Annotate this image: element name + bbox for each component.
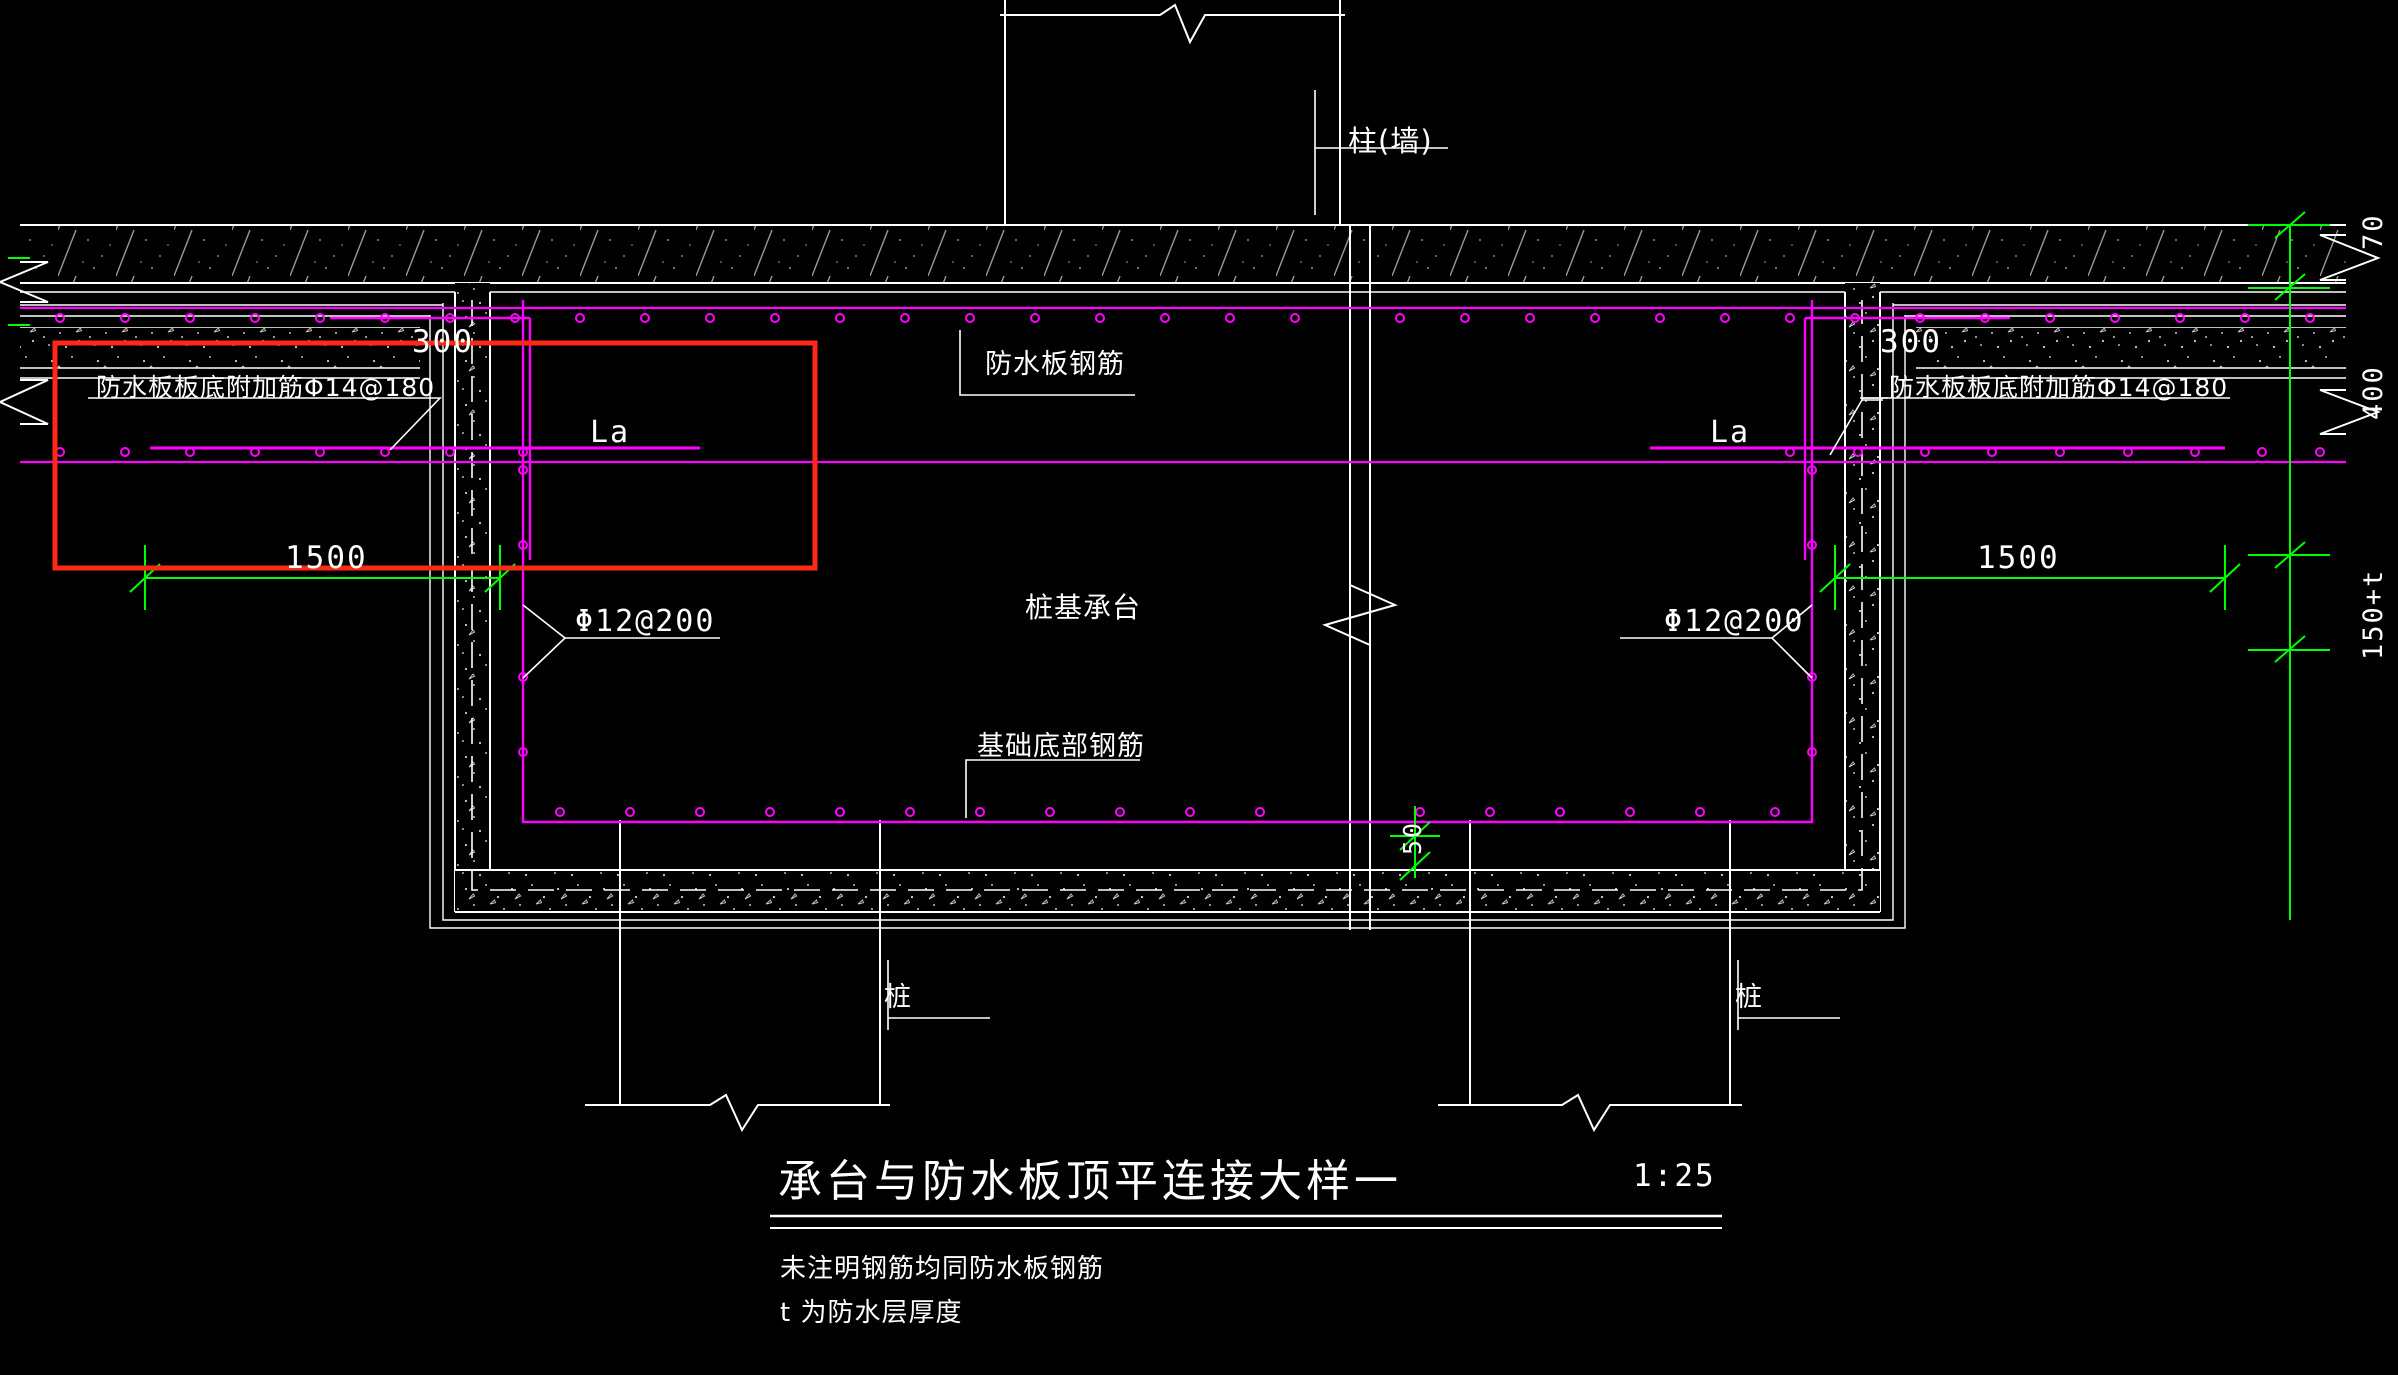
pile-cap-cover-lines <box>429 300 1906 929</box>
pile-left-label: 桩 <box>884 982 912 1013</box>
dimension-300-left: 300 <box>412 324 474 360</box>
anchorage-left-label: La <box>590 415 631 450</box>
rebar-network <box>20 300 2346 824</box>
pile-cap-concrete <box>454 283 1881 913</box>
column-wall-label: 柱(墙) <box>1348 124 1433 158</box>
dimension-50-center: 50 <box>1398 820 1427 855</box>
drawing-scale: 1:25 <box>1633 1158 1716 1194</box>
pile-left <box>585 820 990 1133</box>
waterproof-slab-band <box>20 224 2346 293</box>
highlight-selection-box[interactable] <box>52 340 818 571</box>
column-wall-leader <box>1314 90 1448 215</box>
dimension-150t-right: 150+t <box>2358 568 2389 660</box>
slab-cap-junction <box>20 304 2346 379</box>
dimension-300-right: 300 <box>1880 324 1942 360</box>
extra-rebar-right-label: 防水板板底附加筋Φ14@180 <box>1889 373 2229 402</box>
rebar-section-dots-top <box>55 313 2315 323</box>
break-symbol-right <box>2319 234 2381 435</box>
foundation-bottom-rebar-label: 基础底部钢筋 <box>977 731 1145 762</box>
drawing-note-2: t 为防水层厚度 <box>780 1298 963 1328</box>
stirrup-left-label: Φ12@200 <box>575 604 716 639</box>
stirrup-right-label: Φ12@200 <box>1664 604 1805 639</box>
pile-right <box>1438 820 1840 1133</box>
drawing-title: 承台与防水板顶平连接大样一 <box>778 1156 1402 1207</box>
drawing-note-1: 未注明钢筋均同防水板钢筋 <box>780 1254 1105 1284</box>
center-break-line <box>1322 225 1398 930</box>
dimension-1500-right: 1500 <box>1977 540 2060 576</box>
waterproof-slab-rebar-label: 防水板钢筋 <box>985 349 1125 380</box>
anchorage-right-label: La <box>1710 415 1751 450</box>
dimension-1500-left: 1500 <box>285 540 368 576</box>
extra-rebar-left-label: 防水板板底附加筋Φ14@180 <box>96 373 436 402</box>
dimension-70-right: 70 <box>2358 213 2389 250</box>
break-symbol-left <box>0 261 49 425</box>
pile-right-label: 桩 <box>1735 982 1763 1013</box>
pile-cap-label: 桩基承台 <box>1025 591 1142 624</box>
column-wall-outline <box>1000 0 1345 225</box>
dimension-400-right: 400 <box>2358 365 2389 420</box>
annotation-leaders <box>88 330 2230 818</box>
rebar-section-dots-bottom <box>55 447 2325 457</box>
